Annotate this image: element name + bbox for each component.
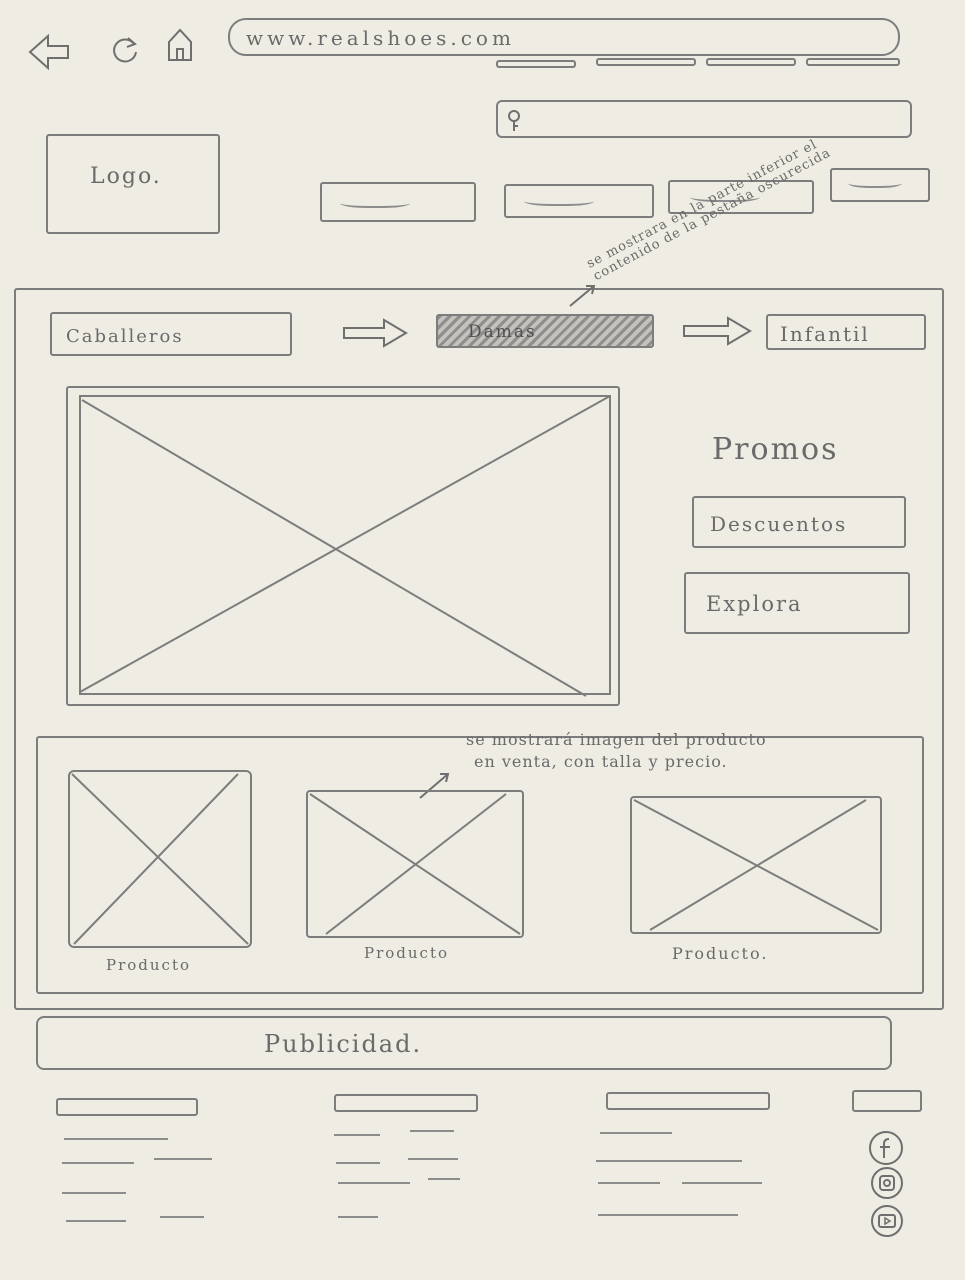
footer-link[interactable]: [338, 1182, 410, 1184]
footer-col-2-header: [334, 1094, 478, 1112]
footer-link[interactable]: [338, 1216, 378, 1218]
tab-damas-label: Damas: [468, 322, 537, 342]
arrow-right-icon: [683, 316, 752, 346]
back-arrow-icon[interactable]: [28, 33, 70, 71]
nav-item-scribble: [524, 194, 594, 206]
footer-link[interactable]: [336, 1162, 380, 1164]
products-annotation-line2: en venta, con talla y precio.: [474, 752, 728, 771]
nav-item-2[interactable]: [504, 184, 654, 218]
main-content-frame: [14, 288, 944, 1010]
product-label: Producto: [364, 944, 450, 962]
browser-tab-2[interactable]: [596, 58, 696, 66]
arrow-right-icon: [343, 318, 408, 348]
footer-link[interactable]: [600, 1132, 672, 1134]
home-icon[interactable]: [166, 28, 194, 62]
tab-infantil-label: Infantil: [780, 322, 870, 346]
nav-item-scribble: [690, 190, 760, 202]
footer-col-4-header: [852, 1090, 922, 1112]
nav-item-scribble: [848, 176, 902, 188]
products-section: [36, 736, 924, 994]
footer-link[interactable]: [64, 1138, 168, 1140]
instagram-icon[interactable]: [868, 1164, 906, 1202]
footer-link[interactable]: [62, 1162, 134, 1164]
logo-label: Logo.: [90, 164, 162, 189]
product-label: Producto.: [672, 944, 769, 963]
product-card[interactable]: [68, 770, 252, 948]
browser-tab-4[interactable]: [806, 58, 900, 66]
footer-link[interactable]: [598, 1214, 738, 1216]
footer-link[interactable]: [408, 1158, 458, 1160]
tab-caballeros-label: Caballeros: [66, 326, 184, 347]
footer-link[interactable]: [598, 1182, 660, 1184]
hero-image-placeholder: [66, 386, 620, 706]
descuentos-label: Descuentos: [710, 512, 848, 536]
product-label: Producto: [106, 956, 192, 974]
product-card[interactable]: [630, 796, 882, 934]
logo-box[interactable]: Logo.: [46, 134, 220, 234]
ad-label: Publicidad.: [264, 1030, 423, 1058]
footer-link[interactable]: [334, 1134, 380, 1136]
annotation-arrow-icon: [569, 285, 596, 307]
browser-tab-3[interactable]: [706, 58, 796, 66]
footer-link[interactable]: [428, 1178, 460, 1180]
search-key-icon: [508, 110, 520, 131]
reload-icon[interactable]: [108, 34, 140, 66]
footer-link[interactable]: [66, 1220, 126, 1222]
tab-damas-active[interactable]: Damas: [436, 314, 654, 348]
annotation-arrow-icon: [419, 773, 450, 799]
footer-link[interactable]: [682, 1182, 762, 1184]
search-input[interactable]: [496, 100, 912, 138]
nav-item-3[interactable]: [668, 180, 814, 214]
ad-banner[interactable]: Publicidad.: [36, 1016, 892, 1070]
products-annotation-line1: se mostrará imagen del producto: [466, 730, 767, 749]
product-card[interactable]: [306, 790, 524, 938]
product-image-placeholder: [71, 773, 249, 945]
descuentos-button[interactable]: Descuentos: [692, 496, 906, 548]
explora-label: Explora: [706, 592, 803, 616]
product-image-placeholder: [633, 799, 879, 931]
footer-link[interactable]: [154, 1158, 212, 1160]
promos-title: Promos: [712, 432, 839, 467]
footer-col-3-header: [606, 1092, 770, 1110]
footer-link[interactable]: [410, 1130, 454, 1132]
nav-item-1[interactable]: [320, 182, 476, 222]
browser-tab-1[interactable]: [496, 60, 576, 68]
tab-infantil[interactable]: Infantil: [766, 314, 926, 350]
footer-col-1-header: [56, 1098, 198, 1116]
footer-link[interactable]: [596, 1160, 742, 1162]
product-image-placeholder: [309, 793, 521, 935]
explora-button[interactable]: Explora: [684, 572, 910, 634]
url-text: www.realshoes.com: [246, 26, 515, 50]
nav-item-scribble: [340, 196, 410, 208]
nav-item-4[interactable]: [830, 168, 930, 202]
tab-caballeros[interactable]: Caballeros: [50, 312, 292, 356]
hero-image-cross: [79, 395, 611, 697]
address-bar[interactable]: www.realshoes.com: [228, 18, 900, 56]
footer-link[interactable]: [160, 1216, 204, 1218]
facebook-icon[interactable]: [866, 1128, 906, 1168]
youtube-icon[interactable]: [868, 1202, 906, 1240]
footer-link[interactable]: [62, 1192, 126, 1194]
